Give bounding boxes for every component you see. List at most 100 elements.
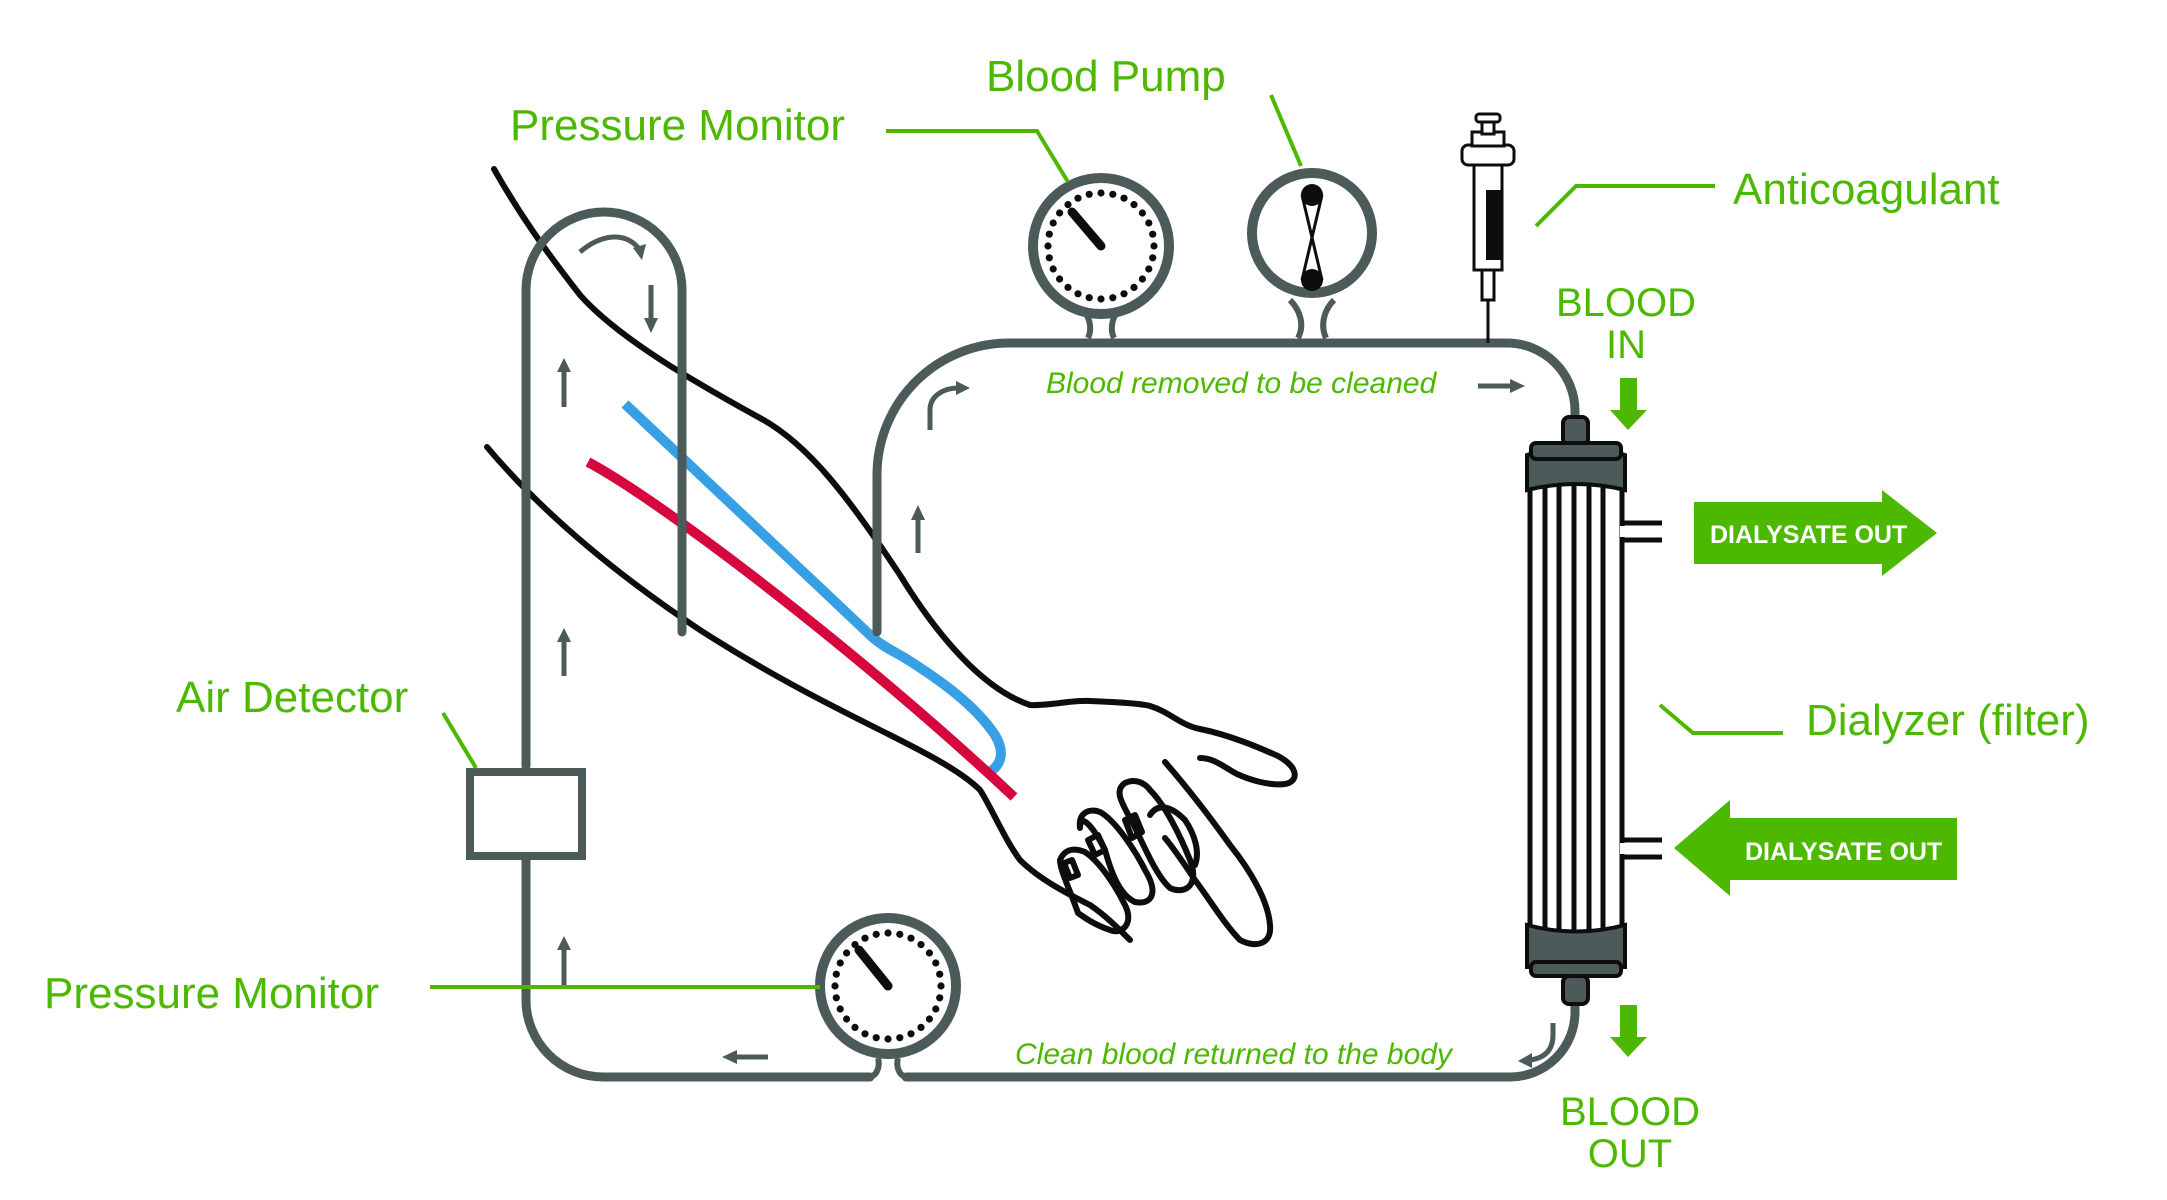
dial-dot	[884, 929, 892, 937]
dial-dot	[1120, 194, 1128, 202]
dial-dot	[1149, 230, 1157, 238]
dialyzer-top-nozzle	[1561, 415, 1590, 447]
dial-dot	[1097, 189, 1105, 197]
dial-dot	[861, 1030, 869, 1038]
dial-dot	[1130, 283, 1138, 291]
dialyzer-port-top	[1622, 520, 1662, 543]
dial-dot	[1085, 294, 1093, 302]
arrow-up-icon	[557, 936, 571, 985]
dial-dot	[836, 959, 844, 967]
air-detector-box	[466, 768, 586, 860]
dialyzer-bottom-ring	[1529, 960, 1623, 978]
pump-roller-bottom	[1301, 269, 1323, 291]
dial-dot	[832, 994, 840, 1002]
leader-anticoagulant	[1534, 184, 1715, 228]
arterial-line	[872, 338, 1580, 637]
dial-dot	[1045, 254, 1053, 262]
fingernail-1	[1061, 857, 1081, 881]
dial-dot	[1149, 254, 1157, 262]
dial-dot	[1130, 201, 1138, 209]
gauge-needle	[854, 945, 893, 991]
dialysate-out-top-arrow-icon	[1694, 490, 1937, 576]
dial-dot	[907, 934, 915, 942]
arm	[484, 166, 1298, 948]
finger-1	[1057, 846, 1132, 935]
vein-line	[621, 400, 1006, 778]
dialyzer-port-bottom-gap	[1620, 843, 1626, 854]
dial-dot	[1145, 219, 1153, 227]
dial-dot	[1085, 190, 1093, 198]
leader-pressure-monitor-top	[886, 129, 1070, 184]
dial-dot	[851, 1023, 859, 1031]
label-dialyzer: Dialyzer (filter)	[1806, 696, 2090, 745]
syringe-plunger-cap	[1474, 112, 1502, 124]
dial-dot	[861, 934, 869, 942]
thumb-outline	[1162, 759, 1274, 948]
dial-dot	[1049, 219, 1057, 227]
dial-dot	[831, 982, 839, 990]
label-blood-removed: Blood removed to be cleaned	[1046, 367, 1438, 400]
dial-dot	[1074, 194, 1082, 202]
dialyzer-port-bottom	[1622, 837, 1662, 860]
leader-blood-pump	[1269, 94, 1303, 167]
pump-belt	[1300, 194, 1324, 281]
dial-dot	[937, 982, 945, 990]
dial-dot	[1045, 230, 1053, 238]
gauge-stem	[868, 1057, 908, 1080]
label-clean-blood-returned: Clean blood returned to the body	[1015, 1038, 1454, 1071]
dial-dot	[896, 1034, 904, 1042]
dial-dot	[884, 1035, 892, 1043]
dial-dot	[872, 930, 880, 938]
dial-dot	[936, 970, 944, 978]
dial-dot	[936, 994, 944, 1002]
dial-dot	[1145, 265, 1153, 273]
dial-dot	[1120, 290, 1128, 298]
dial-dot	[832, 970, 840, 978]
dial-dot	[925, 1015, 934, 1023]
syringe-needle	[1480, 268, 1496, 302]
arm-lower-outline	[484, 444, 1133, 943]
label-dialysate-out-top: DIALYSATE OUT	[1710, 521, 1907, 549]
arrow-curved-icon	[1518, 1023, 1556, 1068]
pressure-monitor-top-gauge	[1028, 173, 1174, 340]
label-blood-pump: Blood Pump	[986, 52, 1226, 101]
bottom-line	[901, 987, 1580, 1082]
label-blood-in-2: IN	[1606, 323, 1646, 367]
dial-dot	[917, 941, 925, 949]
dial-dot	[1049, 265, 1057, 273]
syringe-flange	[1460, 143, 1516, 167]
dial-dot	[1109, 294, 1117, 302]
label-blood-out-1: BLOOD	[1560, 1090, 1700, 1134]
blood-in-arrow-icon	[1610, 378, 1647, 430]
dial-dot	[1044, 242, 1052, 250]
tubing-circuit	[521, 207, 1580, 1082]
blood-out-arrow-icon	[1610, 1005, 1647, 1057]
arrow-curved-icon	[927, 381, 970, 430]
finger-2	[1076, 807, 1156, 906]
arrow-left-icon	[722, 1050, 768, 1064]
return-line-lower	[521, 855, 875, 1082]
dial-dots	[1044, 189, 1158, 303]
arm-upper-outline	[491, 166, 1298, 788]
syringe-liquid	[1486, 190, 1502, 260]
finger-3	[1116, 778, 1197, 894]
arrow-down-icon	[644, 285, 658, 333]
dial-dot	[1056, 209, 1064, 217]
dial-dot	[872, 1034, 880, 1042]
blood-pump	[1247, 168, 1377, 340]
dial-dot	[836, 1005, 844, 1013]
leader-dialyzer	[1658, 703, 1783, 735]
dial-dot	[907, 1030, 915, 1038]
dial-dot	[843, 1015, 851, 1023]
dial-dot	[917, 1023, 925, 1031]
dialyzer-top-ring	[1529, 441, 1623, 461]
dial-dot	[1074, 290, 1082, 298]
dialyzer	[1525, 415, 1662, 1006]
label-blood-in-1: BLOOD	[1556, 281, 1696, 325]
dialysate-out-bottom-arrow-icon	[1674, 800, 1957, 896]
arrow-up-icon	[557, 358, 571, 407]
fingernail-2	[1085, 832, 1108, 858]
dial-dot	[843, 949, 851, 957]
arrow-up-icon	[911, 505, 925, 553]
